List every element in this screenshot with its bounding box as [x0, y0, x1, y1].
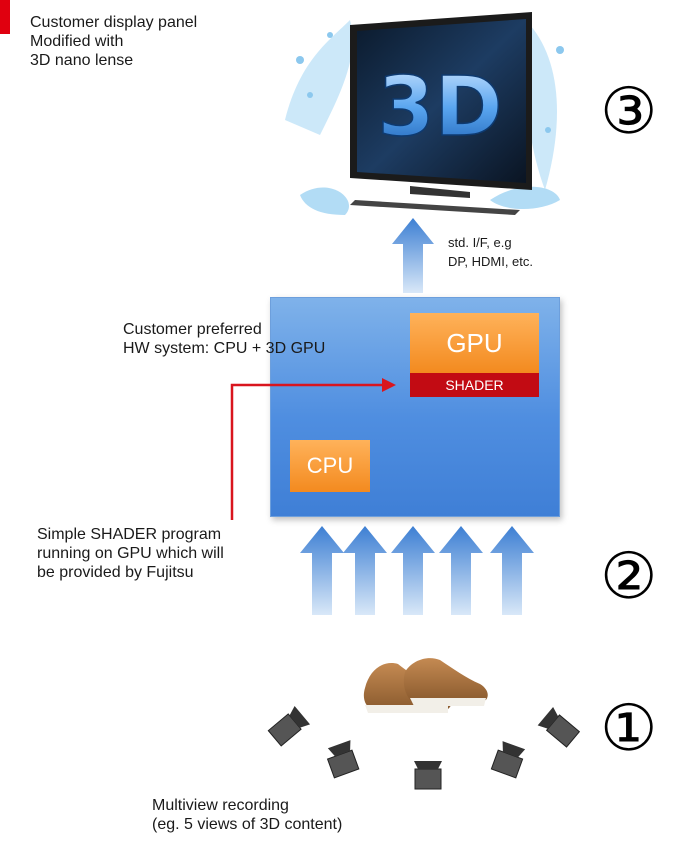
step-one: ①: [600, 692, 658, 766]
input-arrow-2: [343, 526, 387, 615]
camera-5: [537, 707, 581, 748]
hw-system-label: Customer preferred HW system: CPU + 3D G…: [123, 320, 325, 358]
recording-label: Multiview recording (eg. 5 views of 3D c…: [152, 796, 342, 834]
shoes-image: [363, 658, 488, 713]
recording-line1: Multiview recording: [152, 797, 289, 814]
gpu-box: GPU: [410, 313, 539, 373]
camera-3: [414, 761, 442, 790]
input-arrow-4: [439, 526, 483, 615]
cpu-box: CPU: [290, 440, 370, 492]
interface-label: std. I/F, e.g DP, HDMI, etc.: [448, 233, 533, 271]
input-arrows: [300, 526, 534, 615]
cameras: [267, 705, 581, 790]
step-three: ③: [600, 75, 658, 149]
tv-display: [350, 12, 532, 215]
display-panel-line1: Customer display panel: [30, 14, 198, 31]
input-arrow-5: [490, 526, 534, 615]
shader-program-label: Simple SHADER program running on GPU whi…: [37, 525, 224, 582]
hw-system-line2: HW system: CPU + 3D GPU: [123, 340, 326, 357]
input-arrow-1: [300, 526, 344, 615]
shader-box: SHADER: [410, 373, 539, 397]
interface-line1: std. I/F, e.g: [448, 235, 512, 250]
camera-1: [267, 705, 311, 747]
display-panel-line2: Modified with: [30, 33, 124, 50]
arrow-to-display: [392, 218, 434, 293]
tv-3d-text: 3D: [377, 60, 502, 155]
red-accent-bar: [0, 0, 10, 34]
tv-splash: [285, 20, 564, 215]
camera-4: [490, 741, 526, 779]
recording-line2: (eg. 5 views of 3D content): [152, 816, 343, 833]
display-panel-label: Customer display panel Modified with 3D …: [30, 13, 197, 70]
shader-program-line2: running on GPU which will: [37, 545, 224, 562]
step-two: ②: [600, 540, 658, 614]
shader-program-line1: Simple SHADER program: [37, 526, 222, 543]
input-arrow-3: [391, 526, 435, 615]
hw-system-line1: Customer preferred: [123, 321, 262, 338]
shader-program-line3: be provided by Fujitsu: [37, 564, 194, 581]
display-panel-line3: 3D nano lense: [30, 52, 134, 69]
interface-line2: DP, HDMI, etc.: [448, 254, 534, 269]
camera-2: [326, 740, 360, 779]
